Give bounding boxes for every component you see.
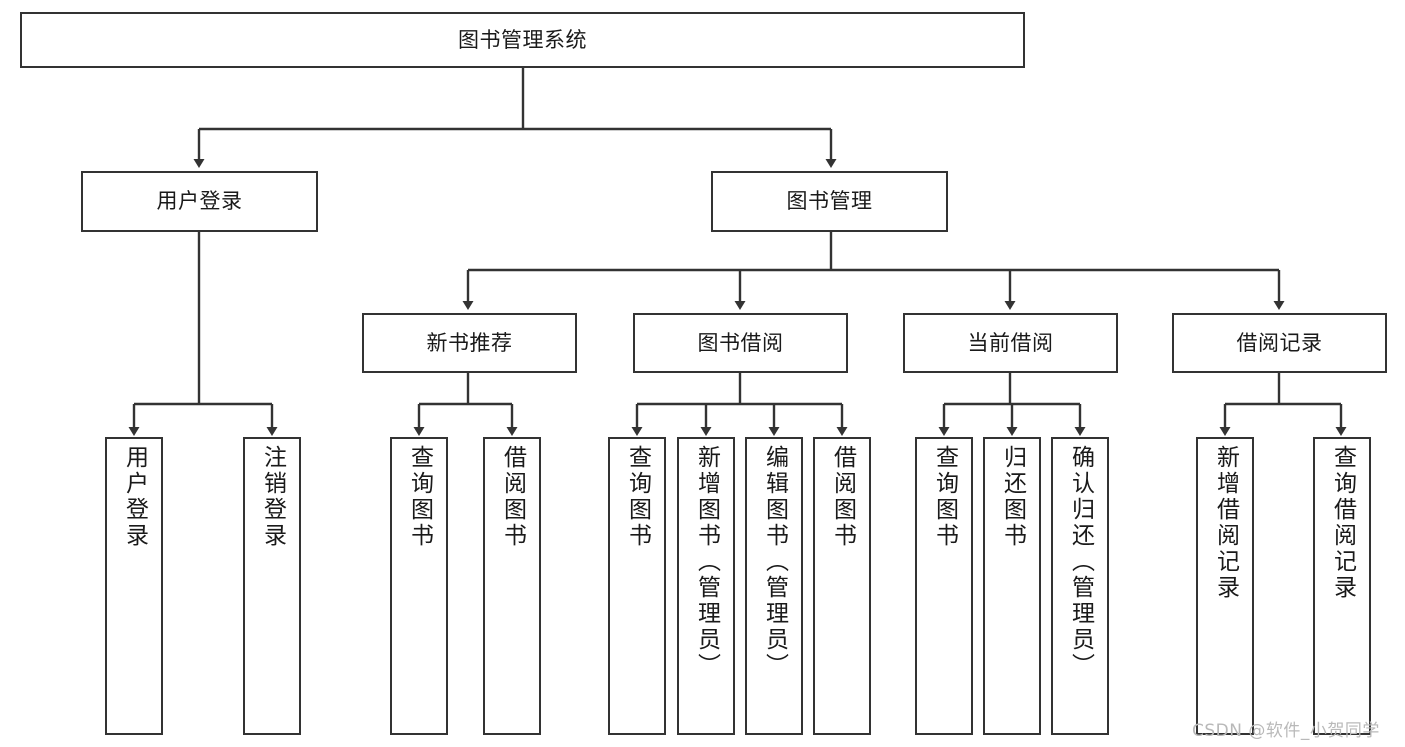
node-leaf-borrow-book[interactable]: 借阅图书 [813,437,871,735]
node-book-borrow[interactable]: 图书借阅 [633,313,848,373]
node-leaf-query-book-recommend[interactable]: 查询图书 [390,437,448,735]
csdn-watermark: CSDN @软件_小贺同学 [1192,721,1380,741]
node-leaf-edit-book[interactable]: 编辑图书（管理员） [745,437,803,735]
node-label: 图书借阅 [697,330,784,355]
node-borrow-record[interactable]: 借阅记录 [1172,313,1387,373]
node-label: 用户登录 [156,189,243,214]
node-label: 图书管理 [786,189,873,214]
node-leaf-user-login[interactable]: 用户登录 [105,437,163,735]
node-leaf-query-book-borrow[interactable]: 查询图书 [608,437,666,735]
node-label: 查询图书 [406,445,433,549]
node-label: 确认归还（管理员） [1067,445,1094,679]
node-new-book-recommend[interactable]: 新书推荐 [362,313,577,373]
node-label: 归还图书 [999,445,1026,549]
node-leaf-confirm-return[interactable]: 确认归还（管理员） [1051,437,1109,735]
node-label: 借阅记录 [1236,330,1323,355]
node-label: 图书管理系统 [458,27,587,52]
node-label: 借阅图书 [829,445,856,549]
node-label: 编辑图书（管理员） [761,445,788,679]
node-leaf-query-book-current[interactable]: 查询图书 [915,437,973,735]
node-leaf-add-borrow-record[interactable]: 新增借阅记录 [1196,437,1254,735]
node-label: 用户登录 [121,445,148,549]
node-book-management[interactable]: 图书管理 [711,171,948,232]
node-current-borrow[interactable]: 当前借阅 [903,313,1118,373]
node-label: 新增借阅记录 [1212,445,1239,601]
node-label: 查询图书 [931,445,958,549]
node-leaf-logout-login[interactable]: 注销登录 [243,437,301,735]
node-book-management-system[interactable]: 图书管理系统 [20,12,1025,68]
node-leaf-return-book[interactable]: 归还图书 [983,437,1041,735]
node-user-login[interactable]: 用户登录 [81,171,318,232]
node-leaf-add-book[interactable]: 新增图书（管理员） [677,437,735,735]
node-label: 新书推荐 [426,330,513,355]
node-label: 查询图书 [624,445,651,549]
node-leaf-borrow-book-recommend[interactable]: 借阅图书 [483,437,541,735]
node-label: 当前借阅 [967,330,1054,355]
node-label: 查询借阅记录 [1329,445,1356,601]
node-leaf-query-borrow-record[interactable]: 查询借阅记录 [1313,437,1371,735]
node-label: 借阅图书 [499,445,526,549]
node-label: 新增图书（管理员） [693,445,720,679]
node-label: 注销登录 [259,445,286,549]
